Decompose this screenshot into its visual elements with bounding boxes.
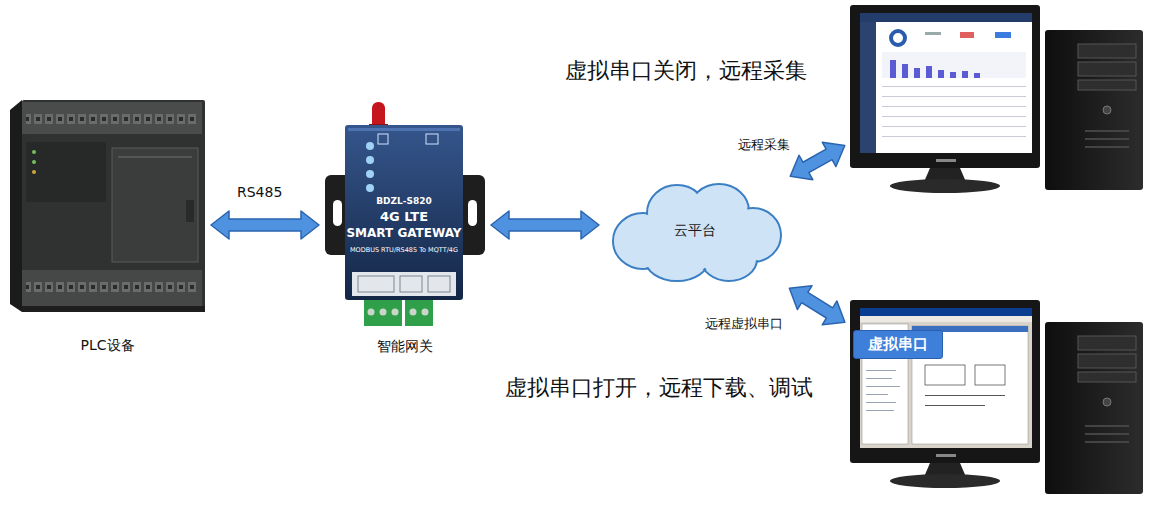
plc-device: PLC设备 bbox=[10, 95, 205, 315]
edge-label: RS485 bbox=[235, 184, 284, 201]
edge-label: 远程虚拟串口 bbox=[703, 316, 785, 332]
double-arrow bbox=[789, 286, 844, 325]
edge-label: 远程采集 bbox=[736, 137, 792, 153]
computer-illustration bbox=[850, 300, 1143, 494]
cloud-label: 云平台 bbox=[605, 222, 785, 238]
product-title: SMART GATEWAY bbox=[345, 227, 463, 241]
double-arrow bbox=[491, 211, 599, 239]
plc-illustration bbox=[10, 100, 205, 312]
computer-illustration bbox=[850, 5, 1143, 193]
product-title: 4G LTE bbox=[345, 210, 463, 225]
popup-text: 虚拟串口 bbox=[868, 336, 928, 353]
gateway-device: BDZL-S820 4G LTE SMART GATEWAY MODBUS RTU/R… bbox=[325, 100, 485, 325]
mode-caption: 虚拟串口关闭，远程采集 bbox=[565, 58, 807, 83]
device-label: PLC设备 bbox=[10, 337, 205, 353]
model-label: BDZL-S820 bbox=[345, 196, 463, 206]
computer: 虚拟串口打开，远程下载、调试虚拟串口 bbox=[850, 300, 1040, 468]
double-arrow bbox=[211, 211, 319, 239]
device-label: 智能网关 bbox=[325, 338, 485, 354]
gateway-illustration bbox=[325, 102, 485, 326]
popup-label: 虚拟串口 bbox=[853, 330, 943, 359]
double-arrow bbox=[790, 142, 845, 179]
cloud-platform: 云平台 bbox=[605, 175, 785, 285]
mode-caption: 虚拟串口打开，远程下载、调试 bbox=[505, 375, 813, 400]
computer: 虚拟串口关闭，远程采集 bbox=[850, 5, 1040, 173]
product-subtitle: MODBUS RTU/RS485 To MQTT/4G bbox=[345, 247, 463, 254]
